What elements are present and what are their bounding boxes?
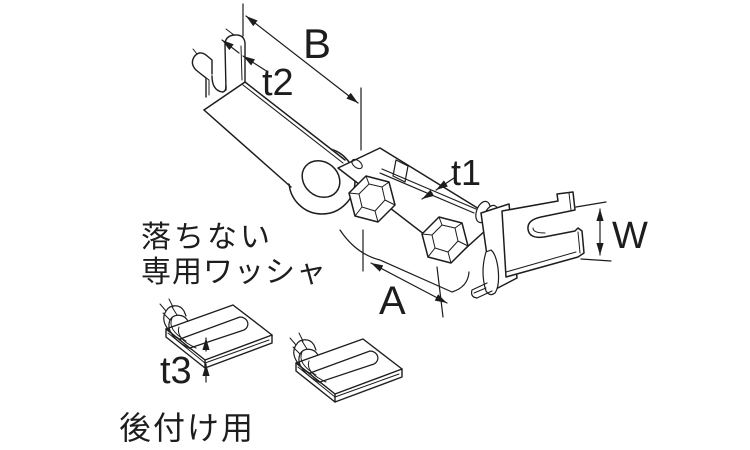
dim-W — [575, 201, 612, 262]
hex-bolt-front — [348, 175, 396, 223]
retrofit-note: 後付け用 — [119, 409, 256, 447]
plate-slot-hole — [351, 158, 363, 170]
dim-B-line — [245, 15, 359, 104]
dim-t2-leader — [221, 39, 269, 73]
dim-label-t3: t3 — [160, 350, 192, 392]
dim-label-t1: t1 — [451, 152, 481, 193]
hook-prong — [191, 52, 213, 98]
dim-A — [362, 229, 448, 318]
dim-A-ext-line-2 — [436, 266, 444, 318]
snap-washer-left — [159, 298, 273, 369]
dim-W-tick-bottom — [580, 258, 612, 262]
dimension-labels: B t2 t1 W A t3 — [160, 20, 648, 392]
washer-note-line1: 落ちない — [141, 220, 273, 255]
bracket-foot — [470, 282, 493, 299]
dim-B — [242, 3, 362, 151]
bent-tab — [224, 34, 246, 91]
dim-label-t2: t2 — [262, 62, 294, 104]
washer-slot — [179, 316, 249, 349]
dim-t1-leader — [421, 177, 455, 200]
plate-clip-tab — [392, 159, 409, 183]
dim-W-tick-top — [575, 201, 607, 208]
snap-washer-right — [289, 332, 403, 403]
dimension-annotations — [202, 3, 612, 383]
fork-valley — [211, 75, 227, 93]
snap-washers — [159, 298, 403, 403]
dim-label-b: B — [303, 20, 331, 67]
dim-label-w: W — [612, 215, 648, 257]
washer-note-line2: 専用ワッシャ — [141, 255, 327, 290]
washer-prongs — [159, 298, 197, 350]
mount-fork-right — [501, 191, 585, 278]
pivot-hole — [301, 159, 341, 199]
dim-label-a: A — [379, 279, 406, 323]
dim-A-line — [370, 262, 448, 304]
